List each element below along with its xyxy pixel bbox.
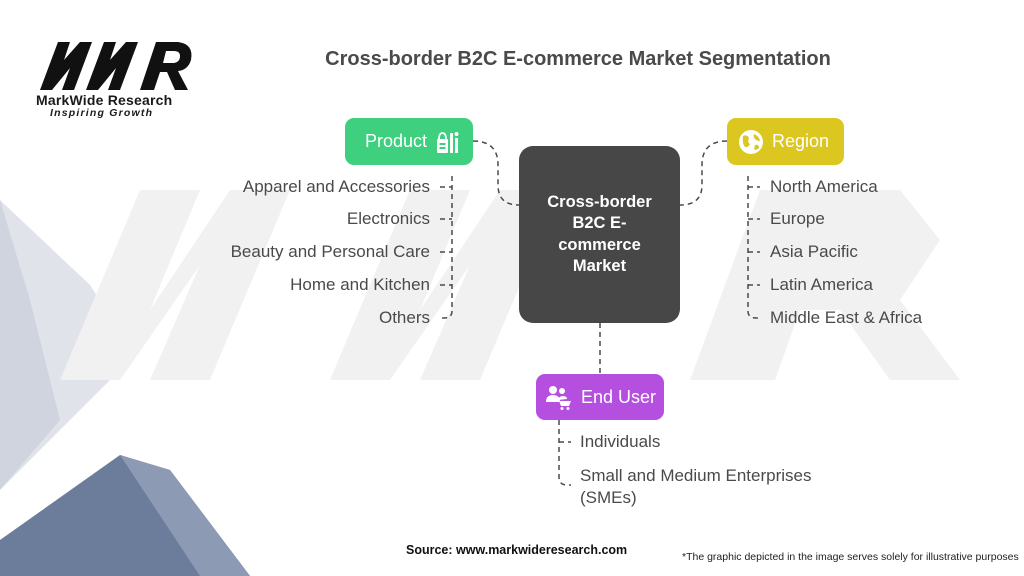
center-node: Cross-border B2C E-commerce Market: [519, 146, 680, 323]
end-user-item: Small and Medium Enterprises (SMEs): [580, 466, 812, 508]
region-item: Europe: [770, 209, 825, 228]
product-category: Product: [345, 118, 473, 165]
region-category: Region: [727, 118, 844, 165]
region-item: North America: [770, 177, 878, 196]
brand-tagline: Inspiring Growth: [50, 107, 154, 119]
region-item: Middle East & Africa: [770, 308, 923, 327]
end-user-label: End User: [581, 386, 657, 407]
shopping-bags-icon: [437, 131, 459, 153]
page-title: Cross-border B2C E-commerce Market Segme…: [325, 48, 831, 70]
disclaimer-note: *The graphic depicted in the image serve…: [682, 551, 1019, 563]
region-label: Region: [772, 131, 830, 151]
region-item: Latin America: [770, 275, 873, 294]
product-item: Home and Kitchen: [290, 275, 430, 294]
product-item: Apparel and Accessories: [242, 177, 430, 196]
end-user-category: End User: [536, 374, 664, 420]
region-item: Asia Pacific: [770, 242, 858, 261]
markwide-logo: [40, 42, 192, 90]
brand-name: MarkWide Research: [36, 92, 173, 108]
product-label: Product: [365, 131, 428, 151]
product-item: Beauty and Personal Care: [230, 242, 430, 261]
product-item: Others: [378, 308, 430, 327]
users-cart-icon: [546, 386, 571, 410]
source-text: Source: www.markwideresearch.com: [406, 543, 628, 557]
product-item: Electronics: [346, 209, 430, 228]
globe-icon: [739, 129, 763, 154]
end-user-item: Individuals: [580, 432, 661, 451]
